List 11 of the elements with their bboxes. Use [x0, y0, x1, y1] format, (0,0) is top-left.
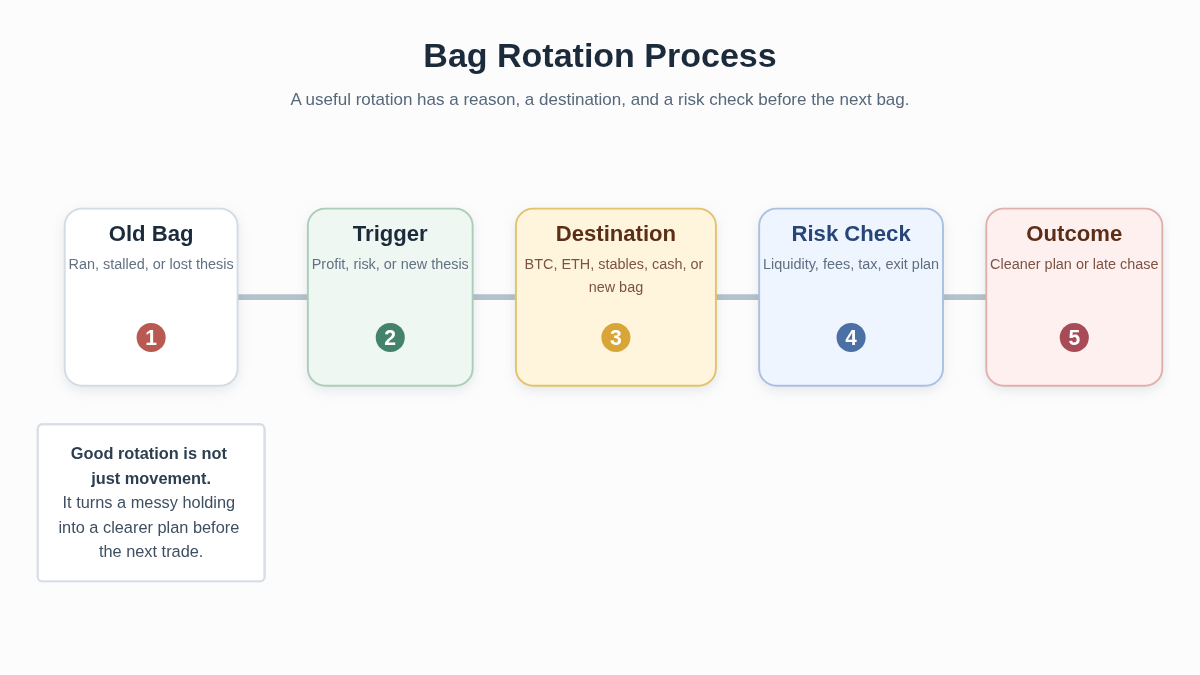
connector: [943, 294, 987, 301]
node-circle: 5: [1059, 323, 1089, 353]
node-circle: 2: [375, 323, 405, 353]
node-circle: 4: [836, 323, 866, 353]
subtitle: A useful rotation has a reason, a destination, and a risk check before the next bag.: [290, 90, 910, 110]
connector: [715, 294, 760, 301]
connector: [472, 294, 516, 301]
connector: [237, 294, 308, 301]
node-circle: 3: [601, 323, 631, 353]
diagram-title: Bag Rotation Process: [422, 36, 778, 75]
node-circle: 1: [136, 323, 166, 353]
